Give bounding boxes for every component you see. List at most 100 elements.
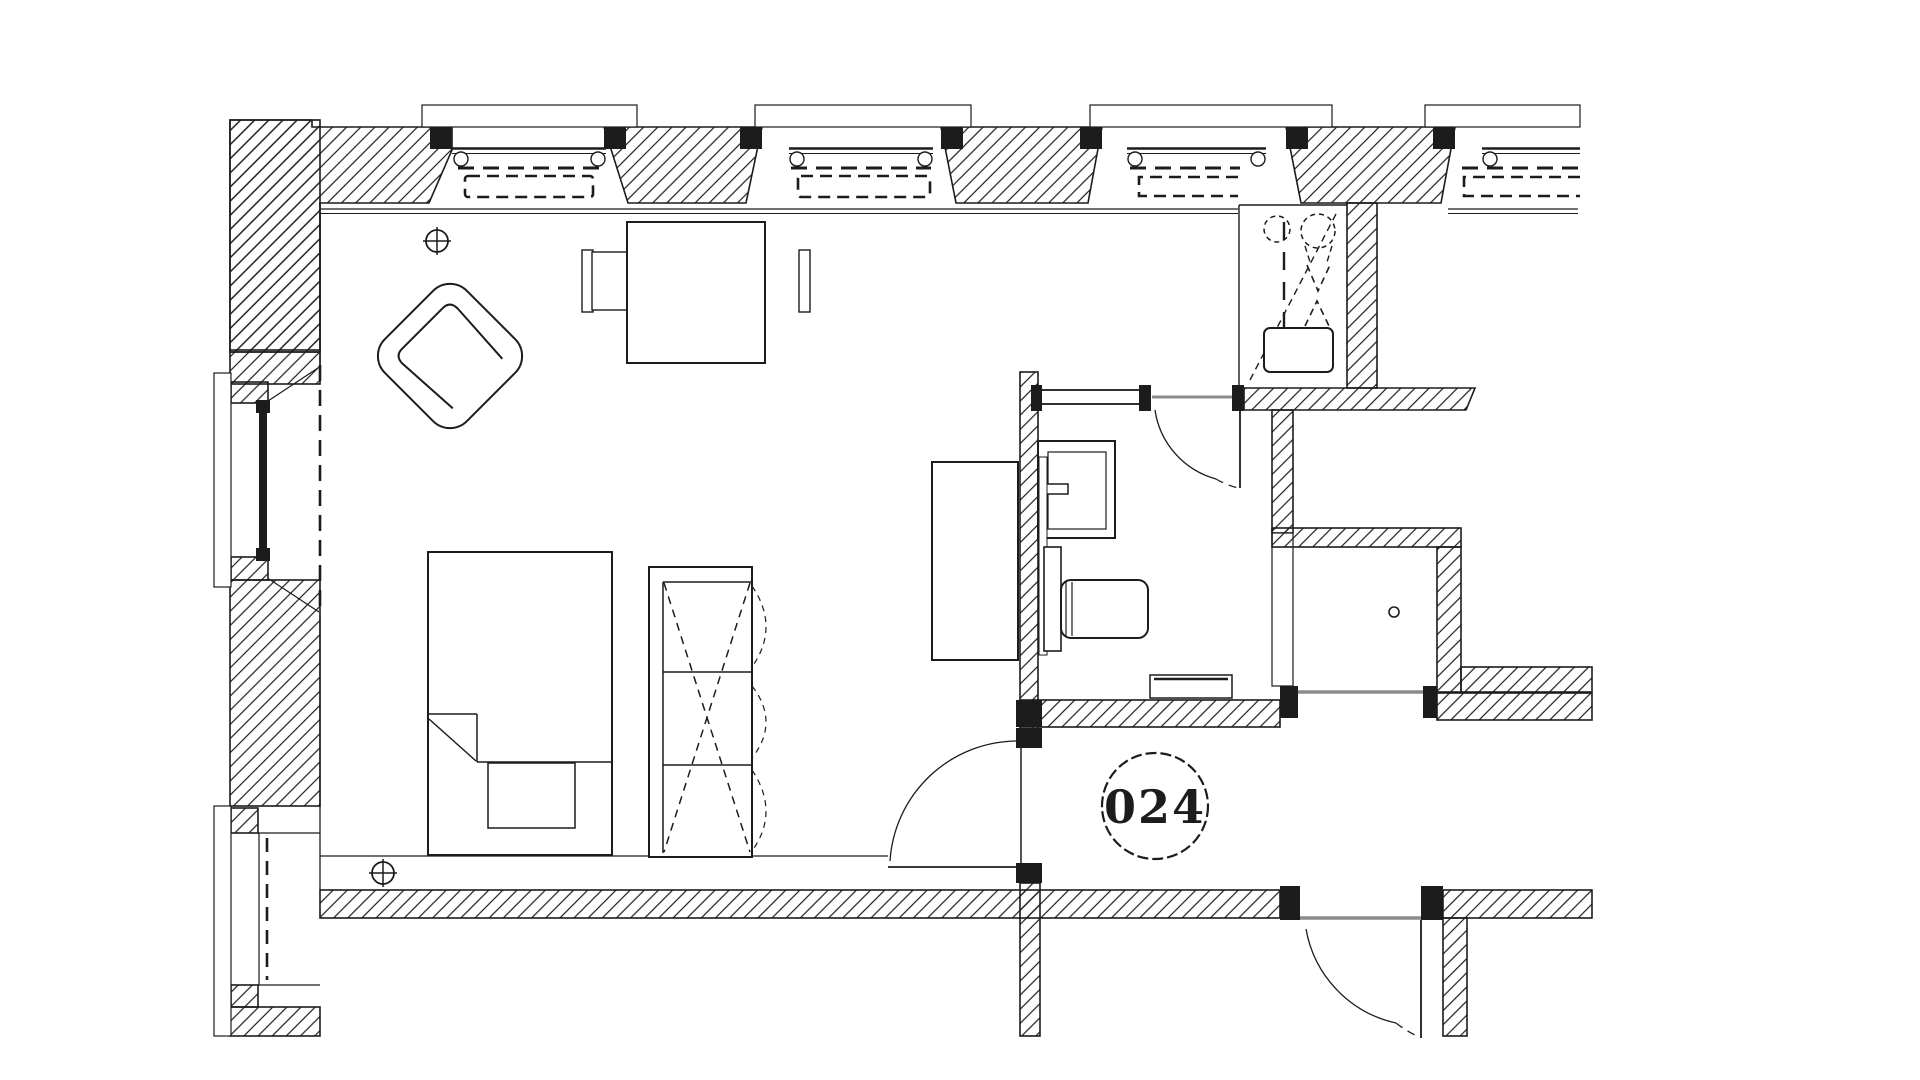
shower-north-wall (1271, 527, 1462, 548)
hall-door (1300, 916, 1422, 1038)
survey-marker-2 (369, 859, 397, 887)
window-frame-cap (1127, 151, 1143, 167)
shaft-wall (1346, 202, 1378, 389)
window-sill (1089, 104, 1333, 128)
radiator (1137, 175, 1238, 198)
walls (229, 119, 1593, 1037)
door-swing-arc (1215, 478, 1239, 489)
window-frame-cap (1482, 151, 1498, 167)
window-frame-cap (1250, 151, 1266, 167)
window-jamb (256, 400, 270, 413)
entry-door (888, 740, 1022, 868)
left-window-lower (213, 805, 320, 1037)
window-jamb (1286, 127, 1308, 149)
tap-icon (1037, 483, 1069, 495)
wardrobe-door-swing (751, 685, 767, 759)
left-window-upper (213, 367, 320, 613)
chair-back (798, 249, 811, 313)
wardrobe (648, 566, 767, 858)
window-sill (213, 372, 232, 588)
window-jamb (430, 127, 452, 149)
window-sill (754, 104, 972, 128)
door-jamb (1280, 686, 1298, 718)
bathroom-south-wall (1019, 699, 1281, 728)
window-glazing (259, 410, 267, 550)
window-2 (754, 104, 972, 199)
door-jamb (1139, 385, 1151, 411)
south-wall (319, 889, 1281, 919)
left-wall-upper (229, 349, 321, 385)
window-jamb (941, 127, 963, 149)
wardrobe-door-swing (751, 585, 767, 668)
window-pier (602, 126, 763, 204)
dining-set (581, 221, 811, 364)
window-pier (1285, 126, 1456, 204)
radiator (796, 174, 932, 199)
wall-cap (1016, 700, 1042, 727)
left-wall-top (229, 119, 321, 353)
wardrobe-cross (663, 582, 751, 853)
window-sill (213, 805, 232, 1037)
duct-chevron-icon (1306, 264, 1331, 293)
window-sill (421, 104, 638, 128)
window-1 (421, 104, 638, 199)
toilet-bowl (1060, 579, 1149, 639)
door-leaf (1036, 389, 1151, 405)
dining-chair (591, 251, 628, 311)
shaft-access-box (1263, 327, 1334, 373)
door-jamb (1016, 863, 1042, 883)
dining-table (626, 221, 766, 364)
window-3 (1089, 104, 1333, 198)
desk (931, 461, 1019, 661)
door-swing-arc (1305, 928, 1397, 1024)
cistern (1043, 546, 1062, 652)
survey-marker-1 (423, 227, 451, 255)
east-wall-band (1460, 666, 1593, 693)
window-frame-cap (789, 151, 805, 167)
door-jamb (1423, 686, 1437, 718)
door-jamb (1232, 385, 1244, 411)
armchair (376, 282, 524, 430)
room-number-bubble: 024 (1100, 751, 1210, 861)
bathroom-west-wall (1019, 371, 1039, 731)
door-jamb (1016, 728, 1042, 748)
shower-partition (1271, 532, 1294, 687)
door-swing-arc (1395, 1022, 1420, 1038)
window-pier (940, 126, 1103, 204)
left-wall-block (230, 807, 259, 834)
door-swing-arc (1154, 409, 1217, 480)
left-wall-block (230, 984, 259, 1008)
wardrobe-door-swing (751, 769, 767, 852)
toilet (1038, 456, 1149, 656)
pipe-riser-icon (1263, 215, 1291, 243)
door-swing-arc (889, 740, 1019, 862)
window-jamb (604, 127, 626, 149)
radiator (463, 174, 595, 199)
window-frame-cap (917, 151, 933, 167)
window-reveal (268, 578, 320, 613)
duct-chevron-icon (1304, 299, 1330, 327)
utility-shaft (1238, 204, 1347, 386)
window-frame-cap (453, 151, 469, 167)
left-wall-bottom (229, 1006, 321, 1037)
window-jamb (1080, 127, 1102, 149)
window-reveal-block (230, 381, 269, 404)
pillow (487, 762, 576, 829)
bed (427, 551, 613, 856)
bath-mat (1149, 674, 1233, 699)
hall-north-wall (1243, 387, 1477, 411)
room-number-label: 024 (1104, 780, 1206, 834)
south-east-wall (1442, 917, 1468, 1037)
south-wall-east (1442, 889, 1593, 919)
window-sill (1424, 104, 1581, 128)
window-jamb (256, 548, 270, 561)
window-4 (1424, 104, 1581, 198)
wall-face-lines (318, 203, 1578, 890)
washbasin (1037, 440, 1116, 539)
bathroom-door (1031, 385, 1244, 489)
window-jamb (740, 127, 762, 149)
east-wall-band (1436, 692, 1593, 721)
window-reveal (267, 367, 319, 402)
